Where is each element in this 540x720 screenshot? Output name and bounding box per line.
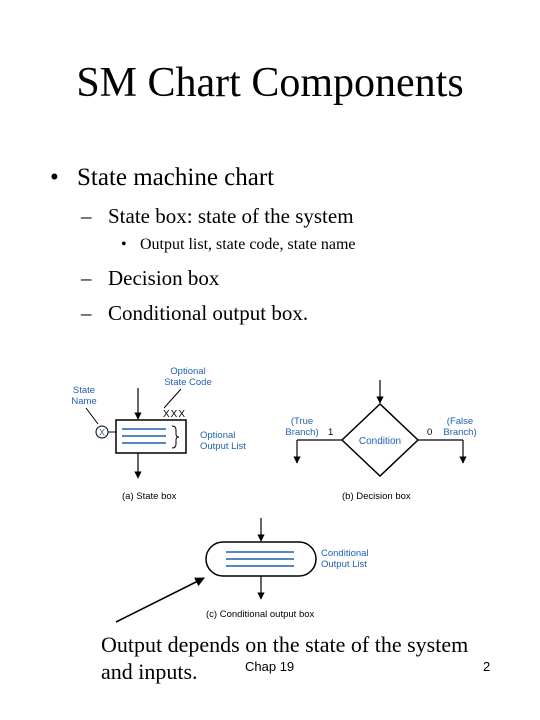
label-false-branch-2: Branch): [443, 427, 476, 438]
label-state-name-2: Name: [71, 396, 96, 407]
bullet-text: State machine chart: [77, 164, 275, 191]
state-symbol: X: [99, 428, 105, 438]
decision-diamond: [340, 402, 420, 478]
label-conditional-2: Output List: [321, 559, 367, 570]
label-optional-output-list-2: Output List: [200, 441, 246, 452]
dash-marker: –: [81, 266, 92, 290]
bullet-marker: •: [121, 236, 127, 253]
slide-title: SM Chart Components: [76, 60, 464, 106]
footer-page-number: 2: [483, 659, 491, 674]
bullet-text: Conditional output box.: [108, 301, 309, 325]
footer-chapter: Chap 19: [245, 659, 295, 674]
state-code-value: XXX: [163, 409, 186, 420]
bullet-text: Decision box: [108, 266, 220, 290]
label-false-branch-1: (False: [447, 416, 473, 427]
label-state-name-1: State: [73, 385, 95, 396]
true-value: 1: [328, 427, 333, 438]
leader-state-name: [85, 407, 99, 425]
sm-chart-figure: Optional State Code State Name XXX X Opt…: [71, 366, 477, 623]
output-list-brace: [171, 425, 180, 449]
bullet-text: State box: state of the system: [108, 204, 354, 228]
label-optional-state-code-1: Optional: [170, 366, 205, 377]
label-optional-state-code-2: State Code: [164, 377, 212, 388]
pointer-arrow: [115, 577, 205, 623]
false-value: 0: [427, 427, 432, 438]
label-conditional-1: Conditional: [321, 548, 369, 559]
bullet-text: Output list, state code, state name: [140, 236, 356, 253]
decision-box-diagram: Condition 1 (True Branch) 0 (False Branc…: [285, 380, 477, 502]
caption-line-1: Output depends on the state of the syste…: [101, 632, 469, 657]
caption-line-2: and inputs.: [101, 659, 198, 684]
label-optional-output-list-1: Optional: [200, 430, 235, 441]
condition-label: Condition: [359, 436, 401, 447]
caption-conditional-box: (c) Conditional output box: [206, 609, 315, 620]
dash-marker: –: [81, 204, 92, 228]
leader-state-code: [163, 388, 182, 409]
caption-decision-box: (b) Decision box: [342, 491, 411, 502]
dash-marker: –: [81, 301, 92, 325]
label-true-branch-2: Branch): [285, 427, 318, 438]
caption-state-box: (a) State box: [122, 491, 177, 502]
conditional-box-diagram: Conditional Output List (c) Conditional …: [205, 518, 369, 620]
bullet-marker: •: [50, 164, 59, 191]
state-box-diagram: Optional State Code State Name XXX X Opt…: [71, 366, 246, 502]
label-true-branch-1: (True: [291, 416, 313, 427]
slide-caption: Output depends on the state of the syste…: [101, 631, 468, 685]
